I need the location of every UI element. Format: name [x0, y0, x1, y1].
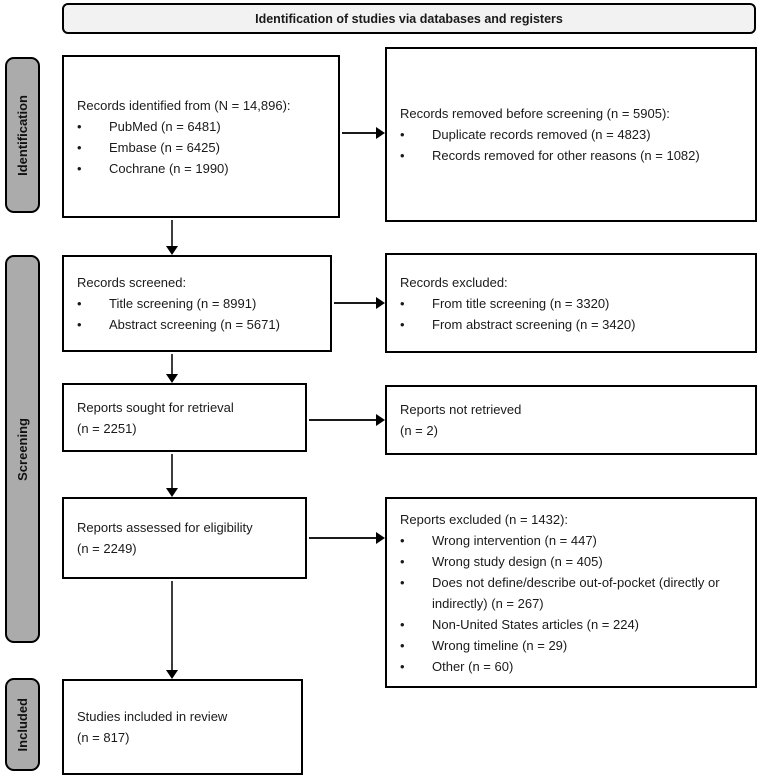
bullet-icon — [400, 124, 432, 145]
diagram-title: Identification of studies via databases … — [255, 11, 563, 26]
arrow-down-icon — [166, 246, 178, 255]
arrow-down-icon — [166, 374, 178, 383]
box-reports-assessed: Reports assessed for eligibility (n = 22… — [62, 497, 307, 579]
diagram-title-banner: Identification of studies via databases … — [62, 3, 756, 34]
box-line: (n = 817) — [77, 730, 130, 745]
list-item: Non-United States articles (n = 224) — [400, 614, 745, 635]
bullet-icon — [77, 137, 109, 158]
stage-label-screening: Screening — [15, 417, 30, 481]
bullet-icon — [400, 656, 432, 677]
arrow-right-icon — [376, 297, 385, 309]
box-line: Reports sought for retrieval — [77, 399, 234, 415]
stage-label-identification: Identification — [15, 94, 30, 176]
bullet-icon — [77, 158, 109, 179]
bullet-icon — [77, 116, 109, 137]
box-title: Records removed before screening (n = 59… — [400, 106, 670, 121]
box-title: Records screened: — [77, 275, 187, 290]
box-reports-not-retrieved: Reports not retrieved (n = 2) — [385, 385, 757, 455]
arrow-down-icon — [166, 670, 178, 679]
bullet-icon — [400, 145, 432, 166]
arrow-line — [309, 537, 377, 539]
list-item: Wrong intervention (n = 447) — [400, 530, 745, 551]
box-line: (n = 2251) — [77, 420, 137, 436]
bullet-icon — [77, 293, 109, 314]
box-line: Studies included in review — [77, 709, 228, 724]
stage-bar-included: Included — [5, 678, 40, 771]
box-line: Reports not retrieved — [400, 402, 522, 417]
box-studies-included: Studies included in review (n = 817) — [62, 679, 303, 775]
box-line: Reports assessed for eligibility — [77, 520, 253, 535]
list-item: Cochrane (n = 1990) — [77, 158, 328, 179]
bullet-icon — [400, 293, 432, 314]
box-title: Reports excluded (n = 1432): — [400, 511, 569, 527]
list-item: Records removed for other reasons (n = 1… — [400, 145, 745, 166]
bullet-icon — [400, 572, 432, 614]
arrow-line — [309, 419, 377, 421]
list-item: From title screening (n = 3320) — [400, 293, 745, 314]
bullet-icon — [400, 635, 432, 656]
box-title: Records excluded: — [400, 274, 508, 290]
bullet-icon — [77, 314, 109, 335]
box-records-identified: Records identified from (N = 14,896): Pu… — [62, 55, 340, 218]
arrow-right-icon — [376, 414, 385, 426]
list-item: Abstract screening (n = 5671) — [77, 314, 320, 335]
arrow-line — [334, 302, 377, 304]
arrow-right-icon — [376, 127, 385, 139]
box-records-excluded: Records excluded: From title screening (… — [385, 253, 757, 353]
stage-label-included: Included — [15, 697, 30, 752]
stage-bar-identification: Identification — [5, 57, 40, 213]
bullet-icon — [400, 551, 432, 572]
stage-bar-screening: Screening — [5, 255, 40, 643]
arrow-line — [171, 220, 173, 247]
arrow-down-icon — [166, 488, 178, 497]
box-title: Records identified from (N = 14,896): — [77, 97, 291, 113]
box-records-screened: Records screened: Title screening (n = 8… — [62, 255, 332, 352]
arrow-line — [171, 581, 173, 670]
bullet-icon — [400, 314, 432, 335]
box-reports-sought: Reports sought for retrieval (n = 2251) — [62, 383, 307, 452]
bullet-icon — [400, 614, 432, 635]
bullet-icon — [400, 530, 432, 551]
arrow-right-icon — [376, 532, 385, 544]
list-item: Other (n = 60) — [400, 656, 745, 677]
box-reports-excluded: Reports excluded (n = 1432): Wrong inter… — [385, 497, 757, 688]
arrow-line — [171, 454, 173, 488]
arrow-line — [171, 354, 173, 374]
list-item: Wrong timeline (n = 29) — [400, 635, 745, 656]
list-item: From abstract screening (n = 3420) — [400, 314, 745, 335]
box-line: (n = 2) — [400, 423, 438, 438]
list-item: Duplicate records removed (n = 4823) — [400, 124, 745, 145]
list-item: Does not define/describe out-of-pocket (… — [400, 572, 745, 614]
arrow-line — [342, 132, 377, 134]
list-item: Embase (n = 6425) — [77, 137, 328, 158]
list-item: Wrong study design (n = 405) — [400, 551, 745, 572]
list-item: PubMed (n = 6481) — [77, 116, 328, 137]
box-records-removed: Records removed before screening (n = 59… — [385, 47, 757, 222]
box-line: (n = 2249) — [77, 541, 137, 556]
list-item: Title screening (n = 8991) — [77, 293, 320, 314]
